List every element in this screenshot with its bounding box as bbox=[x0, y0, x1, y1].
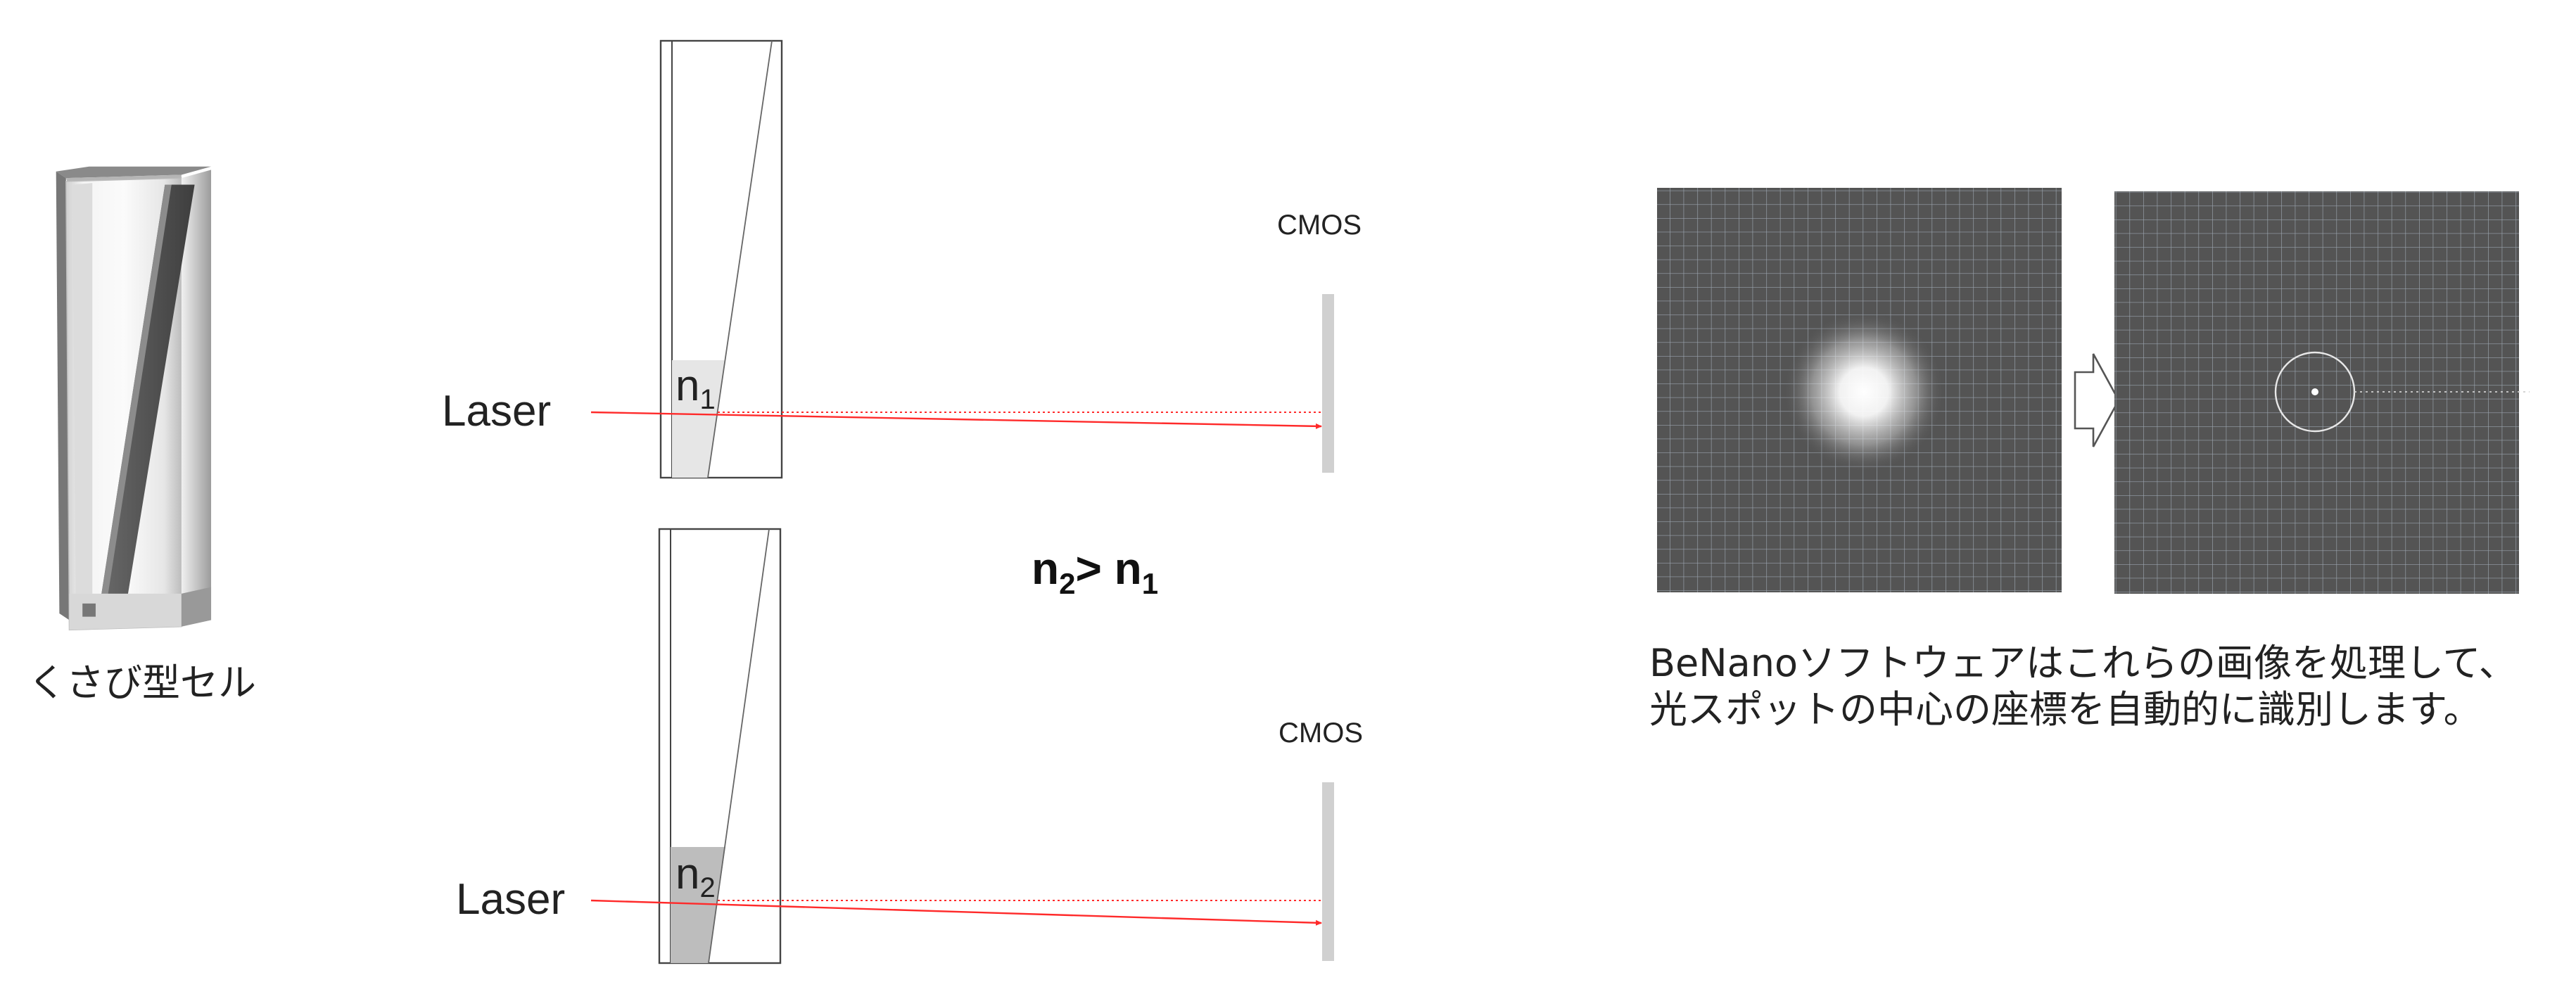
wedge-cell-illustration bbox=[56, 166, 212, 631]
cmos-label-bottom: CMOS bbox=[1279, 718, 1363, 749]
cell-caption: くさび型セル bbox=[28, 661, 256, 705]
laser-label-top: Laser bbox=[442, 387, 552, 435]
laser-spot bbox=[1783, 311, 1945, 473]
software-caption-line2: 光スポットの中心の座標を自動的に識別します。 bbox=[1649, 687, 2482, 732]
refractive-index-label-top: n1 bbox=[675, 362, 716, 415]
cmos-detector-top bbox=[1322, 294, 1334, 473]
cmos-detector-bottom bbox=[1322, 782, 1334, 961]
sample-fill-n2 bbox=[671, 847, 725, 963]
wedge-slant-line bbox=[707, 40, 773, 478]
refractive-index-comparison: n2> n1 bbox=[1032, 543, 1159, 600]
laser-beam-bottom bbox=[590, 899, 1322, 926]
cuvette-bottom bbox=[658, 528, 782, 964]
cmos-label-top: CMOS bbox=[1277, 210, 1362, 241]
laser-beam-top bbox=[590, 411, 1322, 429]
process-arrow-icon bbox=[2074, 353, 2120, 447]
software-caption: BeNanoソフトウェアはこれらの画像を処理して、 光スポットの中心の座標を自動… bbox=[1649, 640, 2564, 733]
laser-label-bottom: Laser bbox=[456, 875, 566, 924]
cmos-image-raw bbox=[1657, 188, 2062, 592]
refractive-index-label-bottom: n2 bbox=[675, 850, 716, 903]
setup-top bbox=[590, 39, 1334, 479]
cuvette-top bbox=[659, 39, 783, 479]
wedge-slant-line bbox=[708, 528, 770, 964]
software-caption-line1: BeNanoソフトウェアはこれらの画像を処理して、 bbox=[1649, 641, 2517, 685]
centroid-dot bbox=[2311, 388, 2318, 395]
setup-bottom bbox=[590, 528, 1334, 964]
cmos-image-processed bbox=[2114, 191, 2530, 594]
